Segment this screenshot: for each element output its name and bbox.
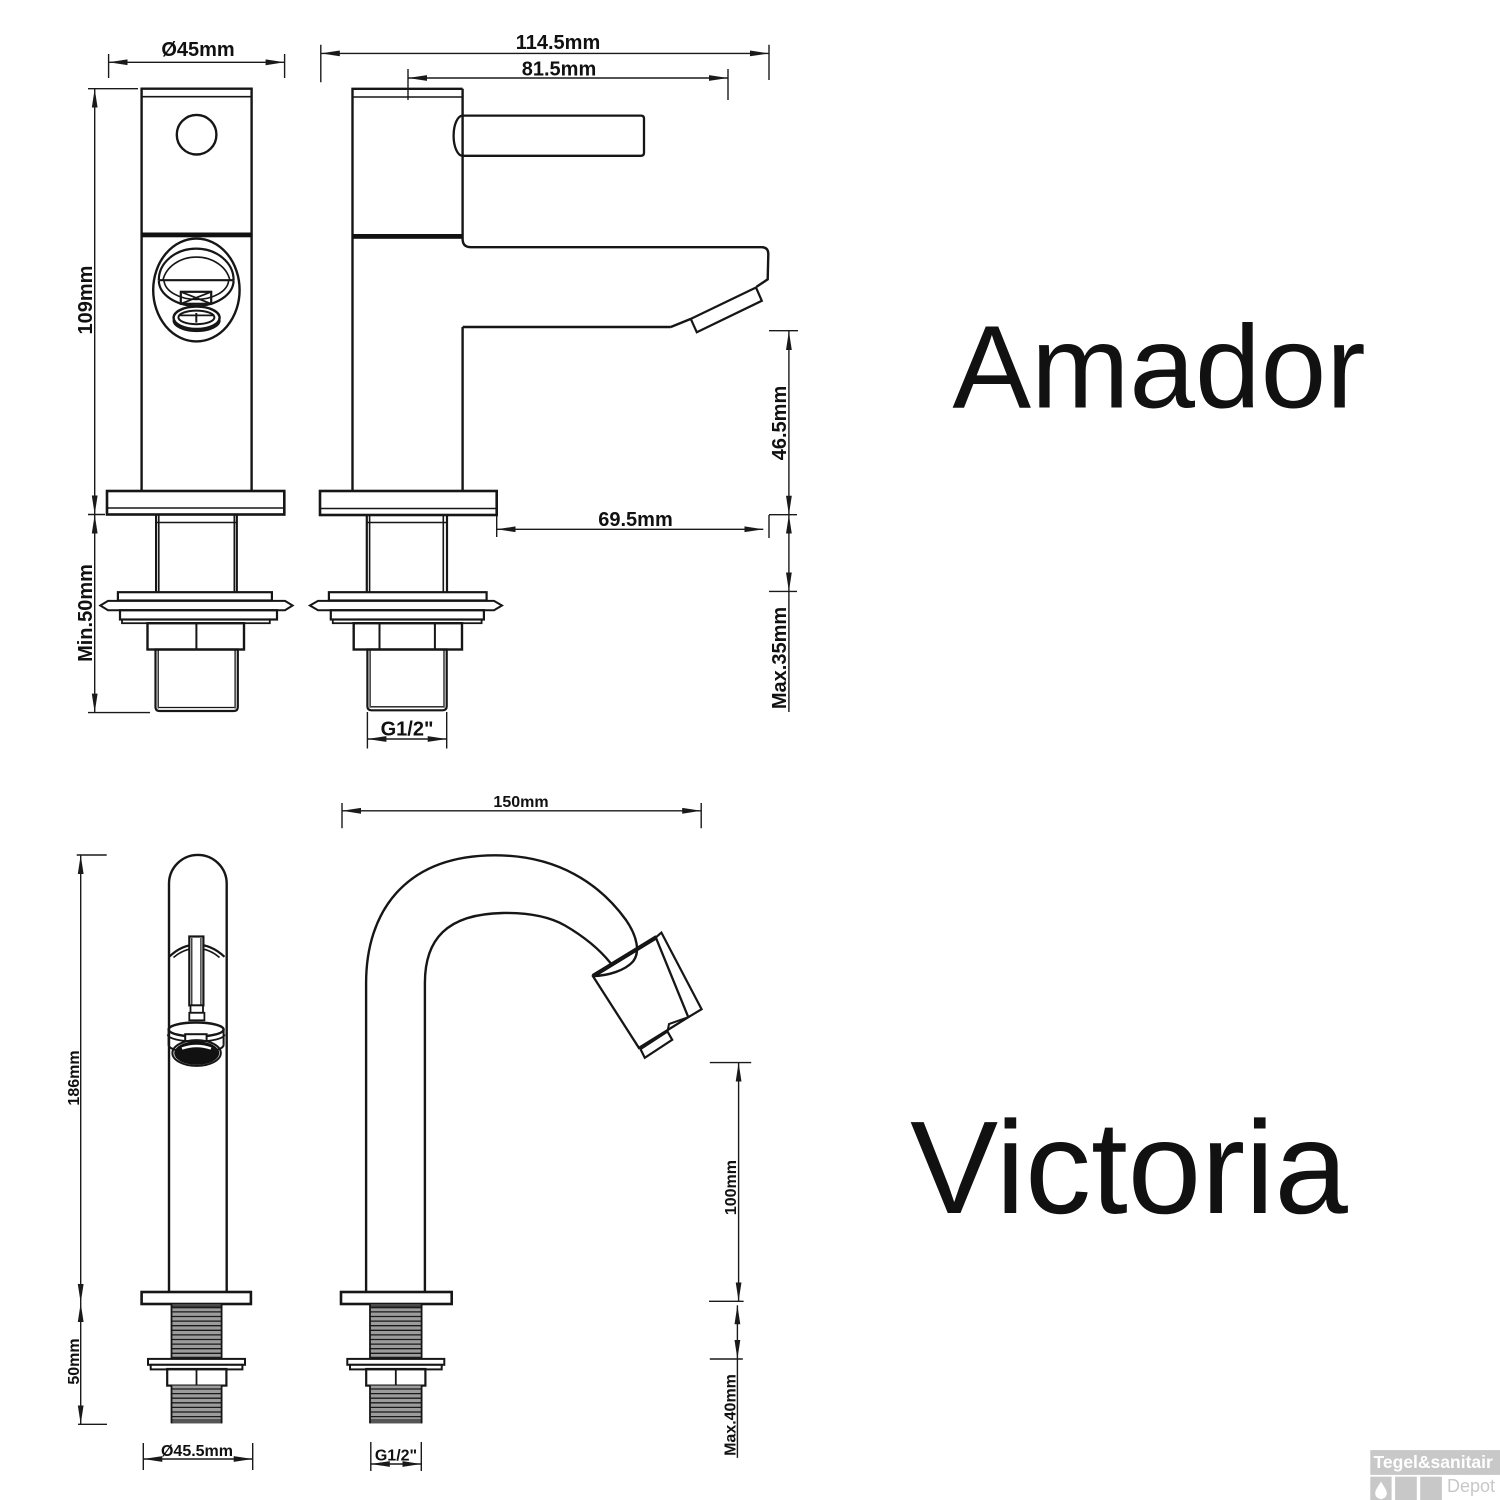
svg-text:69.5mm: 69.5mm [598,509,673,531]
svg-text:G1/2": G1/2" [381,719,434,741]
svg-text:Max.40mm: Max.40mm [723,1374,740,1456]
svg-text:Tegel&sanitair: Tegel&sanitair [1374,1452,1493,1472]
svg-text:Min.50mm: Min.50mm [75,564,97,662]
svg-text:Ø45.5mm: Ø45.5mm [161,1443,233,1460]
svg-text:150mm: 150mm [493,794,548,811]
svg-text:Ø45mm: Ø45mm [161,39,234,61]
svg-text:Amador: Amador [952,301,1365,433]
svg-text:50mm: 50mm [66,1338,83,1384]
svg-text:186mm: 186mm [66,1050,83,1105]
svg-text:109mm: 109mm [75,266,97,335]
svg-text:Depot: Depot [1447,1476,1495,1496]
svg-text:81.5mm: 81.5mm [522,59,597,81]
svg-text:G1/2": G1/2" [375,1448,417,1465]
svg-text:Victoria: Victoria [910,1094,1348,1241]
svg-text:100mm: 100mm [723,1160,740,1215]
svg-text:46.5mm: 46.5mm [769,386,791,461]
svg-text:Max.35mm: Max.35mm [769,607,791,709]
svg-text:114.5mm: 114.5mm [516,32,601,54]
